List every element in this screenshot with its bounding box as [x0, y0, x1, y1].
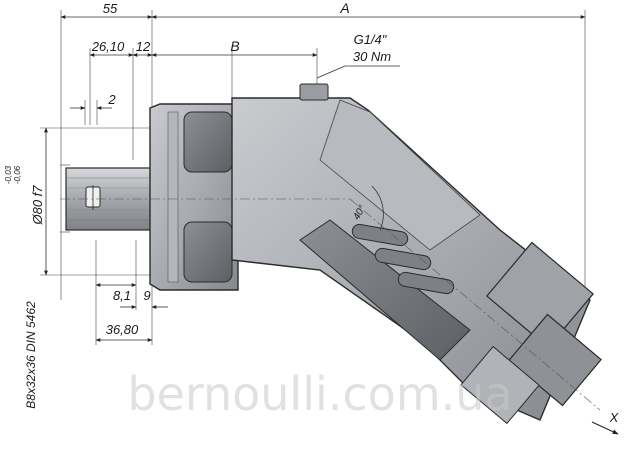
label-axis-x: X — [609, 410, 620, 425]
pump-housing — [60, 83, 602, 425]
dimension-lines-left — [40, 127, 160, 276]
label-dim-B: B — [230, 38, 239, 54]
dimension-lines-top — [60, 10, 586, 310]
label-diameter-fit: Ø80 f7 — [30, 185, 45, 226]
port-plug — [299, 83, 329, 101]
mounting-flange — [149, 103, 239, 291]
label-dim-8-1: 8,1 — [113, 288, 131, 303]
label-dim-26-10: 26,10 — [91, 39, 125, 54]
angle-arc — [371, 185, 384, 231]
label-dim-36-80: 36,80 — [106, 322, 139, 337]
label-dim-55: 55 — [103, 1, 118, 16]
label-dim-A: A — [339, 0, 349, 16]
label-dim-12: 12 — [136, 39, 151, 54]
x-axis-arrow — [591, 421, 619, 435]
label-tol-upper: -0,03 — [4, 165, 13, 184]
label-tol-lower: -0,06 — [13, 165, 22, 184]
dimension-lines-bottom — [95, 240, 168, 345]
watermark: bernoulli.com.ua — [127, 367, 512, 421]
label-port-thread: G1/4" — [354, 32, 388, 47]
label-dim-2: 2 — [107, 92, 116, 107]
label-port-torque: 30 Nm — [353, 49, 391, 64]
label-spline-spec: B8x32x36 DIN 5462 — [24, 301, 38, 409]
label-dim-9: 9 — [143, 288, 150, 303]
